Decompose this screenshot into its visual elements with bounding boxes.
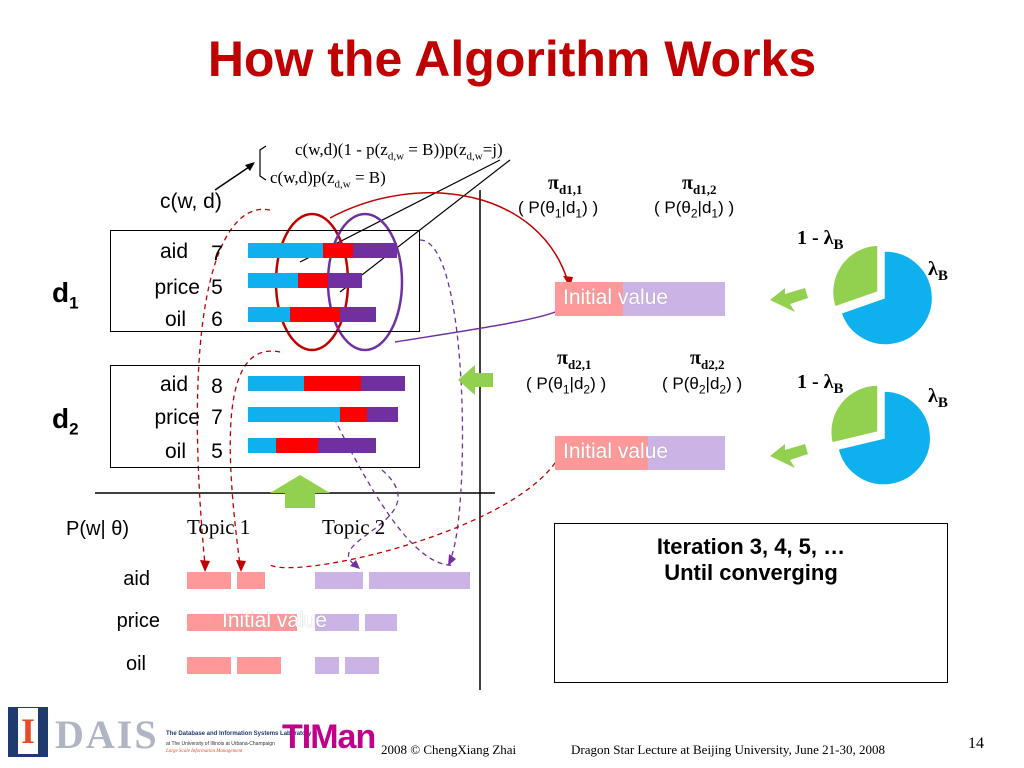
doc2-price-bar-topic1	[340, 407, 367, 422]
doc2-initial-value: Initial value	[563, 440, 669, 463]
timan-logo: TIMan	[282, 718, 376, 756]
pi-d1-2: πd1,2	[682, 172, 717, 197]
doc2-one-minus-lambda: 1 - λB	[797, 371, 844, 397]
iteration-line2: Until converging	[664, 560, 838, 585]
iteration-line1: Iteration 3, 4, 5, …	[656, 534, 846, 559]
lab-name: The Database and Information Systems Lab…	[166, 731, 312, 737]
t1-oil-bar-b	[237, 657, 281, 674]
doc1-oil-bar-bg	[248, 307, 290, 322]
t2-price-bar-b	[365, 614, 397, 631]
pw-theta-header: P(w| θ)	[66, 518, 129, 540]
lab-sub2: Large Scale Information Management	[166, 749, 243, 754]
pi-d2-1: πd2,1	[557, 347, 592, 372]
doc2-count-aid: 8	[211, 375, 223, 398]
pi-d1-1: πd1,1	[548, 172, 583, 197]
doc2-price-bar-topic2	[367, 407, 398, 422]
t1-aid-bar-b	[237, 572, 265, 589]
doc1-word-oil: oil	[164, 308, 186, 331]
doc2-word-oil: oil	[164, 440, 186, 463]
doc1-lambda: λB	[928, 258, 948, 284]
t1-aid-bar-a	[187, 572, 231, 589]
t2-oil-bar-b	[345, 657, 379, 674]
pi-d2-2: πd2,2	[690, 347, 725, 372]
doc2-aid-bar-bg	[248, 376, 304, 391]
doc1-count-oil: 6	[211, 308, 223, 331]
topic1-header: Topic 1	[187, 515, 251, 539]
left-arrow-icon	[458, 365, 493, 395]
left-arrow-icon	[770, 444, 808, 468]
t2-aid-bar-a	[315, 572, 363, 589]
doc1-aid-bar-topic2	[353, 243, 397, 258]
topic-word-aid: aid	[123, 568, 150, 590]
t2-oil-bar-a	[315, 657, 339, 674]
doc2-init-lavender-fill	[648, 436, 725, 470]
doc1-one-minus-lambda: 1 - λB	[797, 227, 844, 253]
left-arrow-icon	[770, 288, 808, 312]
doc1-oil-bar-topic2	[340, 307, 376, 322]
doc1-label: d1	[52, 277, 79, 313]
up-arrow-icon	[270, 475, 330, 508]
doc2-oil-bar-bg	[248, 438, 276, 453]
t2-aid-bar-b	[369, 572, 470, 589]
topic-word-price: price	[116, 610, 160, 632]
t1-oil-bar-a	[187, 657, 231, 674]
doc1-word-aid: aid	[159, 240, 188, 263]
iteration-box: Iteration 3, 4, 5, … Until converging	[554, 523, 948, 683]
doc2-aid-bar-topic2	[361, 376, 405, 391]
doc2-pie	[829, 384, 932, 486]
topic-word-oil: oil	[125, 653, 146, 675]
lab-sub: at The University of Illinois at Urbana-…	[166, 741, 275, 747]
slide-title: How the Algorithm Works	[207, 31, 817, 87]
doc1-init-pink-fill	[555, 282, 623, 316]
pi-d2-2-desc: ( P(θ2|d2) )	[662, 374, 743, 397]
doc1-price-bar-bg	[248, 273, 298, 288]
doc1-initial-value: Initial value	[563, 286, 669, 309]
doc2-word-price: price	[154, 406, 200, 429]
doc2-init-pink-fill	[555, 436, 648, 470]
uiuc-logo-letter: I	[18, 708, 38, 754]
pi-d1-1-desc: ( P(θ1|d1) )	[518, 198, 599, 221]
doc1-oil-bar-topic1	[290, 307, 340, 322]
doc1-price-bar-topic1	[298, 273, 328, 288]
doc2-oil-bar-topic2	[318, 438, 376, 453]
doc1-count-price: 5	[211, 276, 223, 299]
footer-lecture: Dragon Star Lecture at Beijing Universit…	[571, 742, 885, 757]
doc1-aid-bar-topic1	[323, 243, 353, 258]
pi-d2-1-desc: ( P(θ1|d2) )	[526, 374, 607, 397]
doc1-count-aid: 7	[211, 242, 223, 265]
doc2-label: d2	[52, 403, 79, 439]
doc2-word-aid: aid	[159, 373, 188, 396]
doc2-count-oil: 5	[211, 440, 223, 463]
doc1-pie	[831, 244, 934, 346]
doc2-lambda: λB	[928, 385, 948, 411]
footer-copyright: 2008 © ChengXiang Zhai	[381, 742, 517, 757]
cwd-label: c(w, d)	[160, 190, 222, 213]
doc2-oil-bar-topic1	[276, 438, 318, 453]
doc2-price-bar-bg	[248, 407, 340, 422]
formula-numerator: c(w,d)(1 - p(zd,w = B))p(zd,w=j)	[295, 140, 503, 163]
doc1-init-lavender-fill	[623, 282, 725, 316]
topic-initial-value: Initial value	[222, 609, 328, 632]
doc1-word-price: price	[154, 276, 200, 299]
formula-denominator: c(w,d)p(zd,w = B)	[270, 168, 386, 191]
t2-price-bar-a	[315, 614, 359, 631]
doc1-aid-bar-bg	[248, 243, 323, 258]
doc2-aid-bar-topic1	[304, 376, 361, 391]
page-number: 14	[968, 735, 984, 752]
topic2-header: Topic 2	[322, 515, 386, 539]
doc1-box	[110, 230, 420, 332]
doc2-count-price: 7	[211, 406, 223, 429]
doc1-price-bar-topic2	[328, 273, 362, 288]
doc2-box	[110, 365, 420, 468]
dais-logo: DAIS	[55, 712, 159, 757]
pi-d1-2-desc: ( P(θ2|d1) )	[654, 198, 735, 221]
t1-price-bar	[187, 614, 297, 631]
